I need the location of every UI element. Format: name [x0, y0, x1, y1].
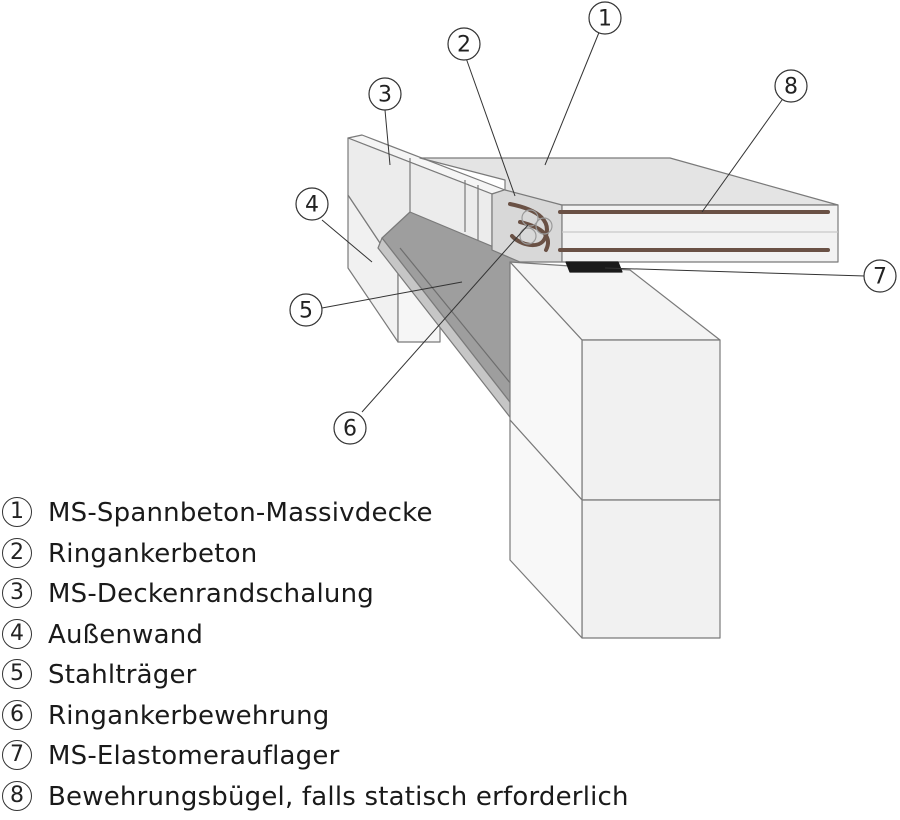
legend-label: Ringankerbewehrung: [48, 699, 330, 733]
legend-item: 7 MS-Elastomerauflager: [0, 739, 900, 780]
callout-8: 8: [784, 75, 798, 100]
legend: 1 MS-Spannbeton-Massivdecke 2 Ringankerb…: [0, 496, 900, 820]
legend-label: Stahlträger: [48, 658, 197, 692]
legend-label: MS-Deckenrandschalung: [48, 577, 374, 611]
callout-1: 1: [598, 7, 612, 32]
legend-number: 7: [2, 740, 32, 770]
legend-label: Ringankerbeton: [48, 537, 257, 571]
callout-5: 5: [299, 299, 313, 324]
callout-2: 2: [457, 33, 471, 58]
legend-number: 1: [2, 497, 32, 527]
legend-label: Bewehrungsbügel, falls statisch erforder…: [48, 780, 629, 814]
legend-number: 3: [2, 578, 32, 608]
legend-item: 6 Ringankerbewehrung: [0, 699, 900, 740]
legend-number: 2: [2, 538, 32, 568]
legend-item: 8 Bewehrungsbügel, falls statisch erford…: [0, 780, 900, 820]
legend-item: 3 MS-Deckenrandschalung: [0, 577, 900, 618]
legend-number: 5: [2, 659, 32, 689]
legend-label: MS-Elastomerauflager: [48, 739, 339, 773]
legend-label: Außenwand: [48, 618, 203, 652]
wall-block-face-upper: [582, 340, 720, 500]
legend-number: 4: [2, 619, 32, 649]
callout-7: 7: [873, 265, 887, 290]
legend-number: 8: [2, 781, 32, 811]
callout-3: 3: [378, 83, 392, 108]
elastomer-bearing: [566, 262, 622, 272]
legend-item: 4 Außenwand: [0, 618, 900, 659]
legend-item: 1 MS-Spannbeton-Massivdecke: [0, 496, 900, 537]
legend-item: 5 Stahlträger: [0, 658, 900, 699]
callout-4: 4: [305, 193, 319, 218]
legend-label: MS-Spannbeton-Massivdecke: [48, 496, 433, 530]
legend-item: 2 Ringankerbeton: [0, 537, 900, 578]
legend-number: 6: [2, 700, 32, 730]
callout-6: 6: [343, 417, 357, 442]
